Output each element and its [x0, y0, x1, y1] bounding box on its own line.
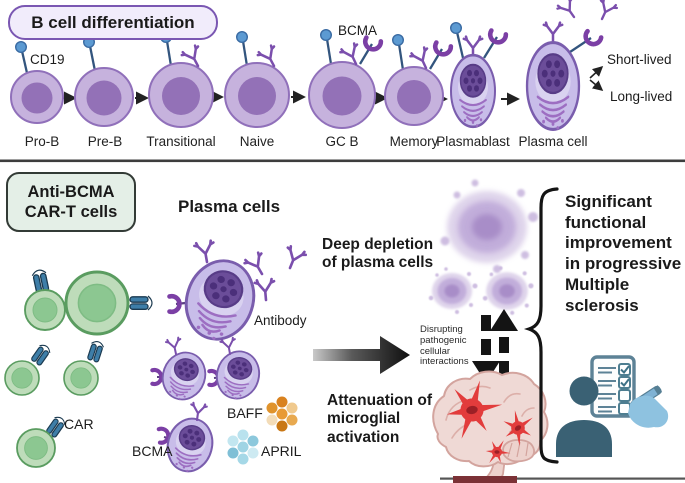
plasma-cells-group	[152, 238, 308, 478]
therapy-effect-arrow	[313, 336, 410, 374]
baff-molecules	[266, 396, 298, 432]
bcma-label-top: BCMA	[338, 23, 378, 38]
brain-illustration	[432, 370, 549, 482]
depleted-plasma-cells	[429, 180, 538, 315]
cell-pre-b	[74, 36, 134, 127]
stage-label-naive: Naive	[239, 134, 275, 149]
cell-plasmablast	[449, 22, 506, 129]
april-label: APRIL	[261, 443, 302, 459]
stage-label-gc-b: GC B	[325, 134, 359, 149]
cell-memory	[384, 34, 451, 126]
functional-improvement-text: Significant functional improvement in pr…	[565, 192, 682, 315]
check-marks	[620, 365, 630, 388]
bottom-title-line1: Anti-BCMA	[27, 182, 115, 201]
car-label: CAR	[64, 416, 94, 432]
deep-depletion-text: Deep depletion of plasma cells	[322, 236, 434, 272]
fate-arrows	[589, 65, 604, 91]
secreted-antibody-icon	[592, 0, 619, 24]
stage-label-transitional: Transitional	[146, 134, 216, 149]
plasma-cells-header: Plasma cells	[178, 197, 281, 216]
bottom-edge-mark	[440, 476, 685, 483]
patient-assessment-icon	[556, 355, 669, 457]
long-lived-label: Long-lived	[610, 89, 673, 104]
short-lived-label: Short-lived	[607, 52, 672, 67]
grouping-brace	[523, 187, 559, 464]
stage-label-pro-b: Pro-B	[24, 134, 60, 149]
bottom-title-line2: CAR-T cells	[24, 203, 118, 221]
top-panel-title-text: B cell differentiation	[31, 12, 195, 32]
disrupted-interaction-arrows	[472, 309, 518, 383]
stage-label-memory: Memory	[389, 134, 439, 149]
cell-transitional	[148, 31, 214, 128]
attenuation-text: Attenuation of microglial activation	[327, 392, 433, 446]
stage-label-pre-b: Pre-B	[87, 134, 123, 149]
car-t-cells-group	[4, 268, 153, 468]
person-icon	[569, 376, 599, 406]
top-panel-title: B cell differentiation	[8, 5, 218, 40]
b-cell-differentiation-panel	[10, 0, 619, 132]
cell-plasma-cell	[525, 0, 619, 132]
stage-label-plasma-cell: Plasma cell	[518, 134, 588, 149]
antibody-label: Antibody	[254, 313, 307, 328]
disrupting-interactions-text: Disrupting pathogenic cellular interacti…	[420, 324, 469, 368]
stage-label-plasmablast: Plasmablast	[436, 134, 510, 149]
cell-pro-b	[10, 41, 64, 124]
hand-icon	[628, 395, 669, 428]
cell-gc-b	[308, 29, 381, 129]
secreted-antibody-icon	[555, 0, 583, 24]
cell-naive	[224, 31, 290, 128]
baff-label: BAFF	[227, 405, 263, 421]
bcma-label-bottom: BCMA	[132, 443, 173, 459]
april-molecules	[227, 429, 259, 465]
checklist-rows	[598, 367, 616, 413]
cd19-label: CD19	[30, 52, 65, 67]
section-divider	[0, 159, 685, 163]
bottom-panel-title: Anti-BCMA CAR-T cells	[6, 172, 136, 232]
